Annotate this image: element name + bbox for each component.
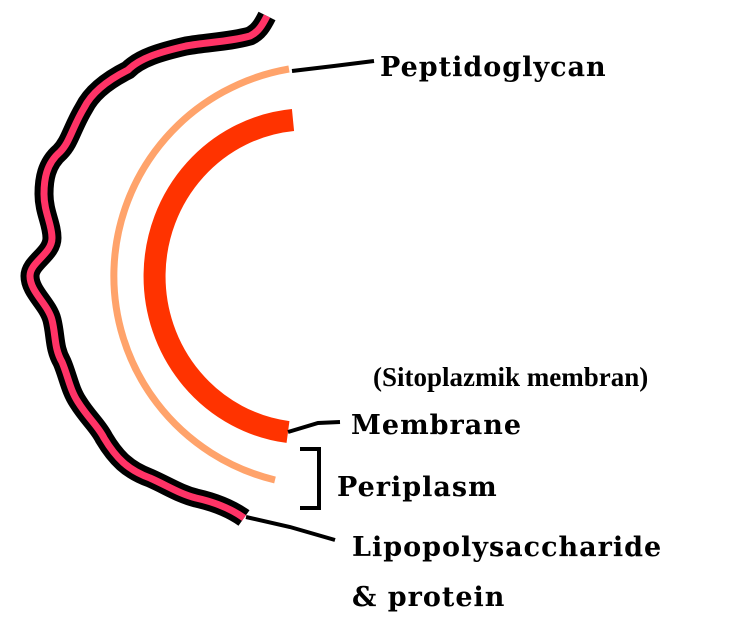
label-and-protein: & protein [352,582,505,613]
label-periplasm: Periplasm [337,472,498,503]
periplasm-bracket [300,449,319,508]
label-peptidoglycan: Peptidoglycan [380,52,607,83]
inner-membrane [155,120,293,432]
label-lipopolysaccharide: Lipopolysaccharide [352,532,662,563]
label-sitoplazmik-membran: (Sitoplazmik membran) [373,362,648,392]
membrane-leader [288,422,340,432]
peptidoglycan-leader [292,61,374,71]
lps-leader [246,517,335,540]
label-membrane: Membrane [351,410,522,441]
